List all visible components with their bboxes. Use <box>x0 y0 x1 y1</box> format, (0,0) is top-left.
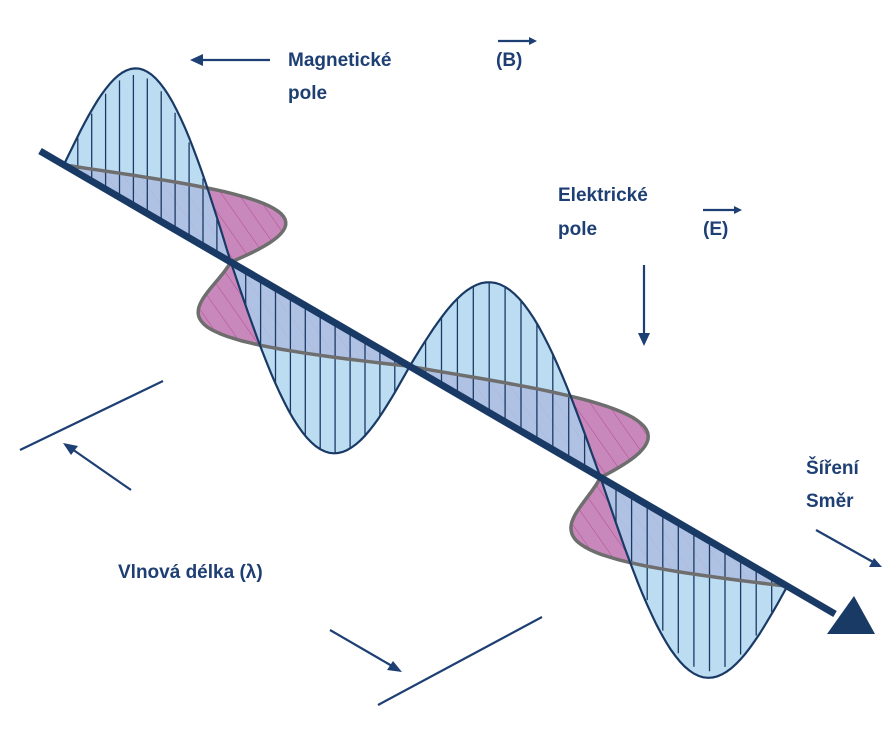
axis-line <box>38 147 837 618</box>
electric-label-line2: pole <box>558 219 597 240</box>
wavelength-label: Vlnová délka (λ) <box>118 562 263 583</box>
propagation-arrow-icon <box>869 558 882 567</box>
magnetic-hatch <box>77 75 773 672</box>
axis-arrowhead-icon <box>827 596 875 634</box>
magnetic-outline-3 <box>408 281 602 478</box>
magnetic-label-line2: pole <box>288 83 327 104</box>
electric-outline-1 <box>62 163 288 265</box>
magnetic-outline-1 <box>62 67 232 263</box>
electric-vector-arrow-icon <box>734 206 742 214</box>
wavelength-bound-left <box>19 380 164 451</box>
propagation-label-line1: Šíření <box>806 457 860 479</box>
propagation-pointer-line <box>815 529 874 563</box>
electric-outline-2 <box>196 259 411 369</box>
wavelength-arrow-left-line <box>71 448 132 491</box>
magnetic-vector-arrow-icon <box>529 37 537 45</box>
wavelength-arrow-right-line <box>329 629 393 667</box>
wavelength-bound-right <box>377 616 543 706</box>
wavelength-indicator: Vlnová délka (λ) <box>19 380 543 706</box>
propagation-label: Šíření Směr <box>806 457 882 567</box>
propagation-axis <box>38 147 875 634</box>
electric-outline-3 <box>408 364 650 480</box>
magnetic-label-line1: Magnetické <box>288 50 391 71</box>
magnetic-field-wave <box>63 68 788 678</box>
magnetic-field-label: Magnetické pole (B) <box>190 37 537 104</box>
wavelength-arrow-left-icon <box>63 443 78 455</box>
propagation-label-line2: Směr <box>806 491 854 512</box>
electric-symbol: (E) <box>703 219 728 240</box>
electric-pointer-arrow-icon <box>638 333 650 346</box>
wave-outlines <box>62 67 789 679</box>
magnetic-outline-2 <box>229 261 411 455</box>
electric-field-label: Elektrické pole (E) <box>558 185 742 346</box>
magnetic-outline-4 <box>599 477 789 679</box>
electric-outline-4 <box>569 474 789 588</box>
magnetic-symbol: (B) <box>496 50 522 71</box>
magnetic-pointer-arrow-icon <box>190 54 203 66</box>
electric-label-line1: Elektrické <box>558 185 648 206</box>
wavelength-arrow-right-icon <box>387 661 402 672</box>
